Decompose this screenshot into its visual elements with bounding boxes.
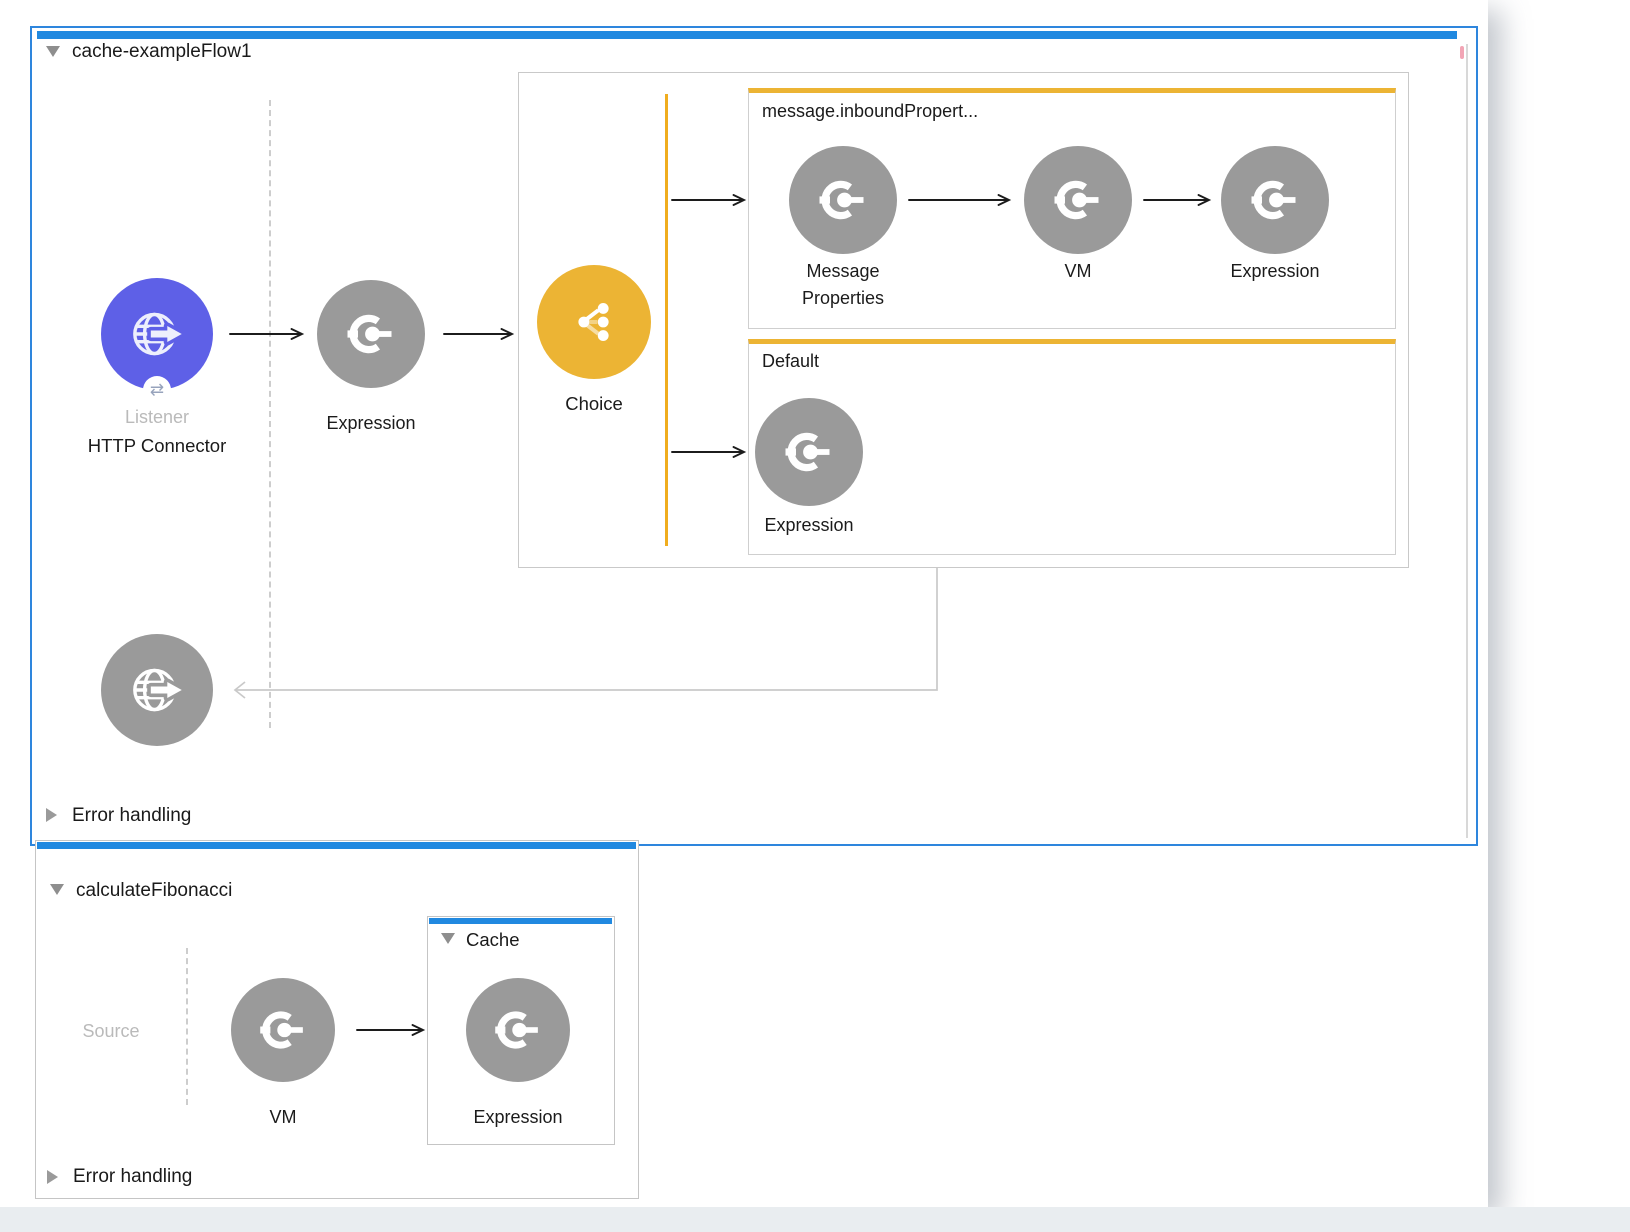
flow2-source-separator	[186, 948, 188, 1105]
flow1-selection-strip	[37, 31, 1457, 39]
response-endpoint-icon[interactable]	[101, 634, 213, 746]
expression-default-label: Expression	[764, 515, 854, 535]
globe-arrow-icon	[133, 668, 186, 712]
expression-cache-label: Expression	[473, 1107, 563, 1127]
cache-scope-title: Cache	[466, 929, 520, 950]
flow-arrow	[1143, 194, 1212, 206]
when-branch-condition: message.inboundPropert...	[762, 101, 979, 121]
flow1-error-handling-expand-icon[interactable]	[46, 808, 57, 822]
flow2-error-handling-expand-icon[interactable]	[47, 1170, 58, 1184]
listener-node-label: HTTP Connector	[87, 435, 227, 456]
branch-icon	[578, 303, 609, 341]
message-properties-label: Message Properties	[801, 261, 885, 308]
message-properties-processor-icon[interactable]	[789, 146, 897, 254]
cache-top-strip	[428, 917, 612, 924]
vm-processor-icon[interactable]	[231, 978, 335, 1082]
component-icon	[495, 1011, 538, 1049]
flow1-source-separator	[269, 100, 271, 728]
component-icon	[819, 180, 864, 220]
flow2-top-strip	[36, 841, 636, 849]
component-icon	[260, 1011, 303, 1049]
flow1-marker	[1460, 46, 1464, 59]
expression-processor-icon[interactable]	[1221, 146, 1329, 254]
flow1-title: cache-exampleFlow1	[72, 41, 252, 62]
vm-processor-icon[interactable]	[1024, 146, 1132, 254]
flow-arrow	[908, 194, 1012, 206]
listener-connector-label: Listener	[124, 407, 190, 427]
http-listener-icon[interactable]	[101, 278, 213, 390]
flow-arrow	[443, 328, 515, 340]
flow2-error-handling-label: Error handling	[73, 1166, 193, 1187]
response-connector	[233, 567, 938, 699]
globe-arrow-icon	[133, 312, 186, 356]
expression-processor-icon[interactable]	[755, 398, 863, 506]
cache-collapse-icon[interactable]	[441, 933, 455, 944]
flow-arrow	[229, 328, 305, 340]
component-icon	[785, 432, 830, 472]
expression-processor-icon[interactable]	[466, 978, 570, 1082]
flow2-source-placeholder[interactable]: Source	[82, 1021, 140, 1041]
flow-arrow	[356, 1024, 426, 1036]
choice-node-label: Choice	[565, 393, 623, 414]
flow2-title: calculateFibonacci	[76, 880, 233, 901]
canvas-background-band	[0, 1207, 1630, 1232]
expression-branch-label: Expression	[1230, 261, 1320, 281]
listener-exchange-badge-icon: ⇄	[143, 376, 171, 404]
expression-node-label: Expression	[326, 413, 416, 433]
default-branch-condition: Default	[762, 351, 820, 371]
flow1-error-handling-label: Error handling	[72, 805, 192, 826]
branch-arrow	[671, 446, 747, 458]
choice-branch-bar	[665, 94, 668, 546]
component-icon	[1054, 180, 1099, 220]
component-icon	[347, 314, 392, 354]
vm-label: VM	[1064, 261, 1092, 281]
flow2-collapse-icon[interactable]	[50, 884, 64, 895]
branch-arrow	[671, 194, 747, 206]
flow1-collapse-icon[interactable]	[46, 46, 60, 57]
expression-processor-icon[interactable]	[317, 280, 425, 388]
choice-router-icon[interactable]	[537, 265, 651, 379]
flow1-scrollbar-track[interactable]	[1466, 44, 1468, 838]
component-icon	[1251, 180, 1296, 220]
canvas-page: cache-exampleFlow1 ⇄ Listener HTTP Conne…	[30, 26, 1478, 1199]
vm-node-label: VM	[269, 1107, 297, 1127]
